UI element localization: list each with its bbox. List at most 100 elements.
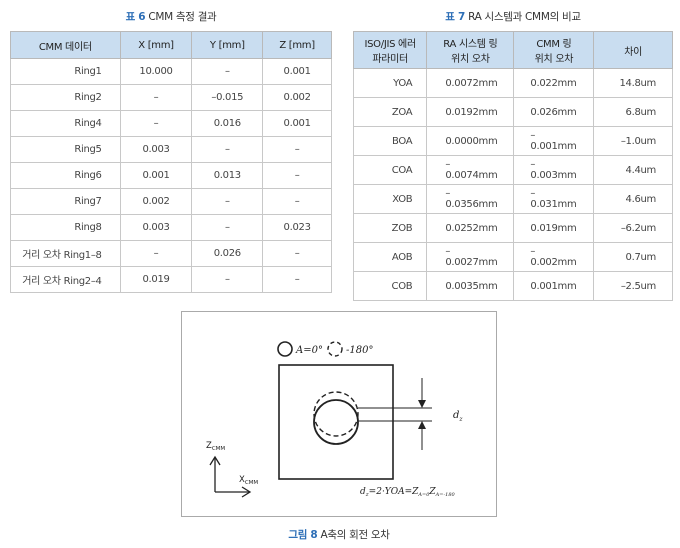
table7-cell: 6.8um <box>593 97 673 127</box>
ring-position-180-circle <box>313 391 359 437</box>
table6-cell: – <box>262 240 332 267</box>
table7-cell: ZOB <box>352 213 428 243</box>
table6-cell: Ring1 <box>10 58 121 85</box>
table7-cell: COB <box>352 271 428 301</box>
table6-cell: 0.002 <box>262 84 332 111</box>
table7-cell: 0.026mm <box>513 97 595 127</box>
legend-dashed-circle-icon <box>327 341 343 357</box>
table6-caption-text: CMM 측정 결과 <box>148 11 217 23</box>
table7-cell: 0.019mm <box>513 213 595 243</box>
ring-position-0-circle <box>313 399 359 445</box>
table7-cell: COA <box>352 155 428 185</box>
table7-cell: –6.2um <box>593 213 673 243</box>
table6-cell: – <box>191 58 264 85</box>
table7-cell: XOB <box>352 184 428 214</box>
table7-header-line: 위치 오차 <box>451 54 490 65</box>
dimension-label: dz <box>453 410 463 423</box>
table6-cell: Ring2 <box>10 84 121 111</box>
table6-cell: – <box>262 266 332 293</box>
table6-cell: 거리 오차 Ring2–4 <box>10 266 121 293</box>
table6-cell: 0.023 <box>262 214 332 241</box>
table7-header-cell: 차이 <box>593 31 673 69</box>
table6-caption: 표 6 CMM 측정 결과 <box>10 9 332 24</box>
table6-cell: 거리 오차 Ring1–8 <box>10 240 121 267</box>
table6-cell: 0.026 <box>191 240 264 267</box>
table7-cell: 0.0252mm <box>426 213 515 243</box>
table6-cell: –0.015 <box>191 84 264 111</box>
table7-cell: 4.4um <box>593 155 673 185</box>
table6-cell: Ring7 <box>10 188 121 215</box>
table7-cell: 4.6um <box>593 184 673 214</box>
table6-cell: – <box>191 136 264 163</box>
table6-cell: – <box>262 136 332 163</box>
table7-caption-text: RA 시스템과 CMM의 비교 <box>468 11 581 23</box>
table6-header-cell: X [mm] <box>119 31 193 59</box>
table7-cell: 14.8um <box>593 68 673 98</box>
table6-cell: – <box>119 110 193 137</box>
table6-cell: Ring8 <box>10 214 121 241</box>
figure8-frame: A=0° -180° dz ZCMM XCMM dz=2·YOA=ZA=0ZA=… <box>181 311 497 517</box>
table6-cell: 0.002 <box>119 188 193 215</box>
table7-header-line: CMM 링 <box>536 39 572 50</box>
x-axis-label: XCMM <box>239 475 258 486</box>
table6-cell: 0.001 <box>262 58 332 85</box>
table-row: 거리 오차 Ring1–8–0.026– <box>10 240 332 267</box>
figure8-caption: 그림 8 A축의 회전 오차 <box>181 527 497 542</box>
z-axis-arrowhead-icon <box>209 455 221 466</box>
table6-cell: Ring5 <box>10 136 121 163</box>
table6-cell: 0.016 <box>191 110 264 137</box>
table6-header-cell: Z [mm] <box>262 31 332 59</box>
table7-cell: –2.5um <box>593 271 673 301</box>
table7-cell: –0.0027mm <box>426 242 515 272</box>
table6-cell: – <box>119 240 193 267</box>
table7-cell: –0.002mm <box>513 242 595 272</box>
table7-cell: –1.0um <box>593 126 673 156</box>
table7-caption-number: 표 7 <box>445 11 466 23</box>
table7-cell: AOB <box>352 242 428 272</box>
table7-header-line: ISO/JIS 에러 <box>364 39 416 50</box>
table6-cell: 0.003 <box>119 214 193 241</box>
table7-cell: 0.7um <box>593 242 673 272</box>
dimension-arrowhead-up-icon <box>418 421 426 429</box>
legend-solid-label: A=0° <box>295 345 323 356</box>
table6-cell: 0.003 <box>119 136 193 163</box>
table6-cell: 0.001 <box>262 110 332 137</box>
legend-dashed-label: -180° <box>346 345 373 356</box>
table7-header-line: 파라미터 <box>372 54 408 65</box>
table6-header-cell: Y [mm] <box>191 31 264 59</box>
table7-cell: –0.003mm <box>513 155 595 185</box>
workpiece-box <box>278 364 394 480</box>
table6-cell: 0.019 <box>119 266 193 293</box>
table6-cell: Ring6 <box>10 162 121 189</box>
table7-header-line: 위치 오차 <box>534 54 574 65</box>
table6-cell: – <box>191 214 264 241</box>
table6-cell: – <box>262 162 332 189</box>
table7-cell: –0.0074mm <box>426 155 515 185</box>
z-axis-label: ZCMM <box>206 441 225 452</box>
figure8-caption-number: 그림 8 <box>288 529 318 541</box>
table7-cell: 0.022mm <box>513 68 595 98</box>
table6-cell: 0.001 <box>119 162 193 189</box>
table7-cell: –0.001mm <box>513 126 595 156</box>
table7-cell: –0.0356mm <box>426 184 515 214</box>
table7-cell: 0.0000mm <box>426 126 515 156</box>
table7-header-line: RA 시스템 링 <box>443 39 498 50</box>
table6-cell: 10.000 <box>119 58 193 85</box>
